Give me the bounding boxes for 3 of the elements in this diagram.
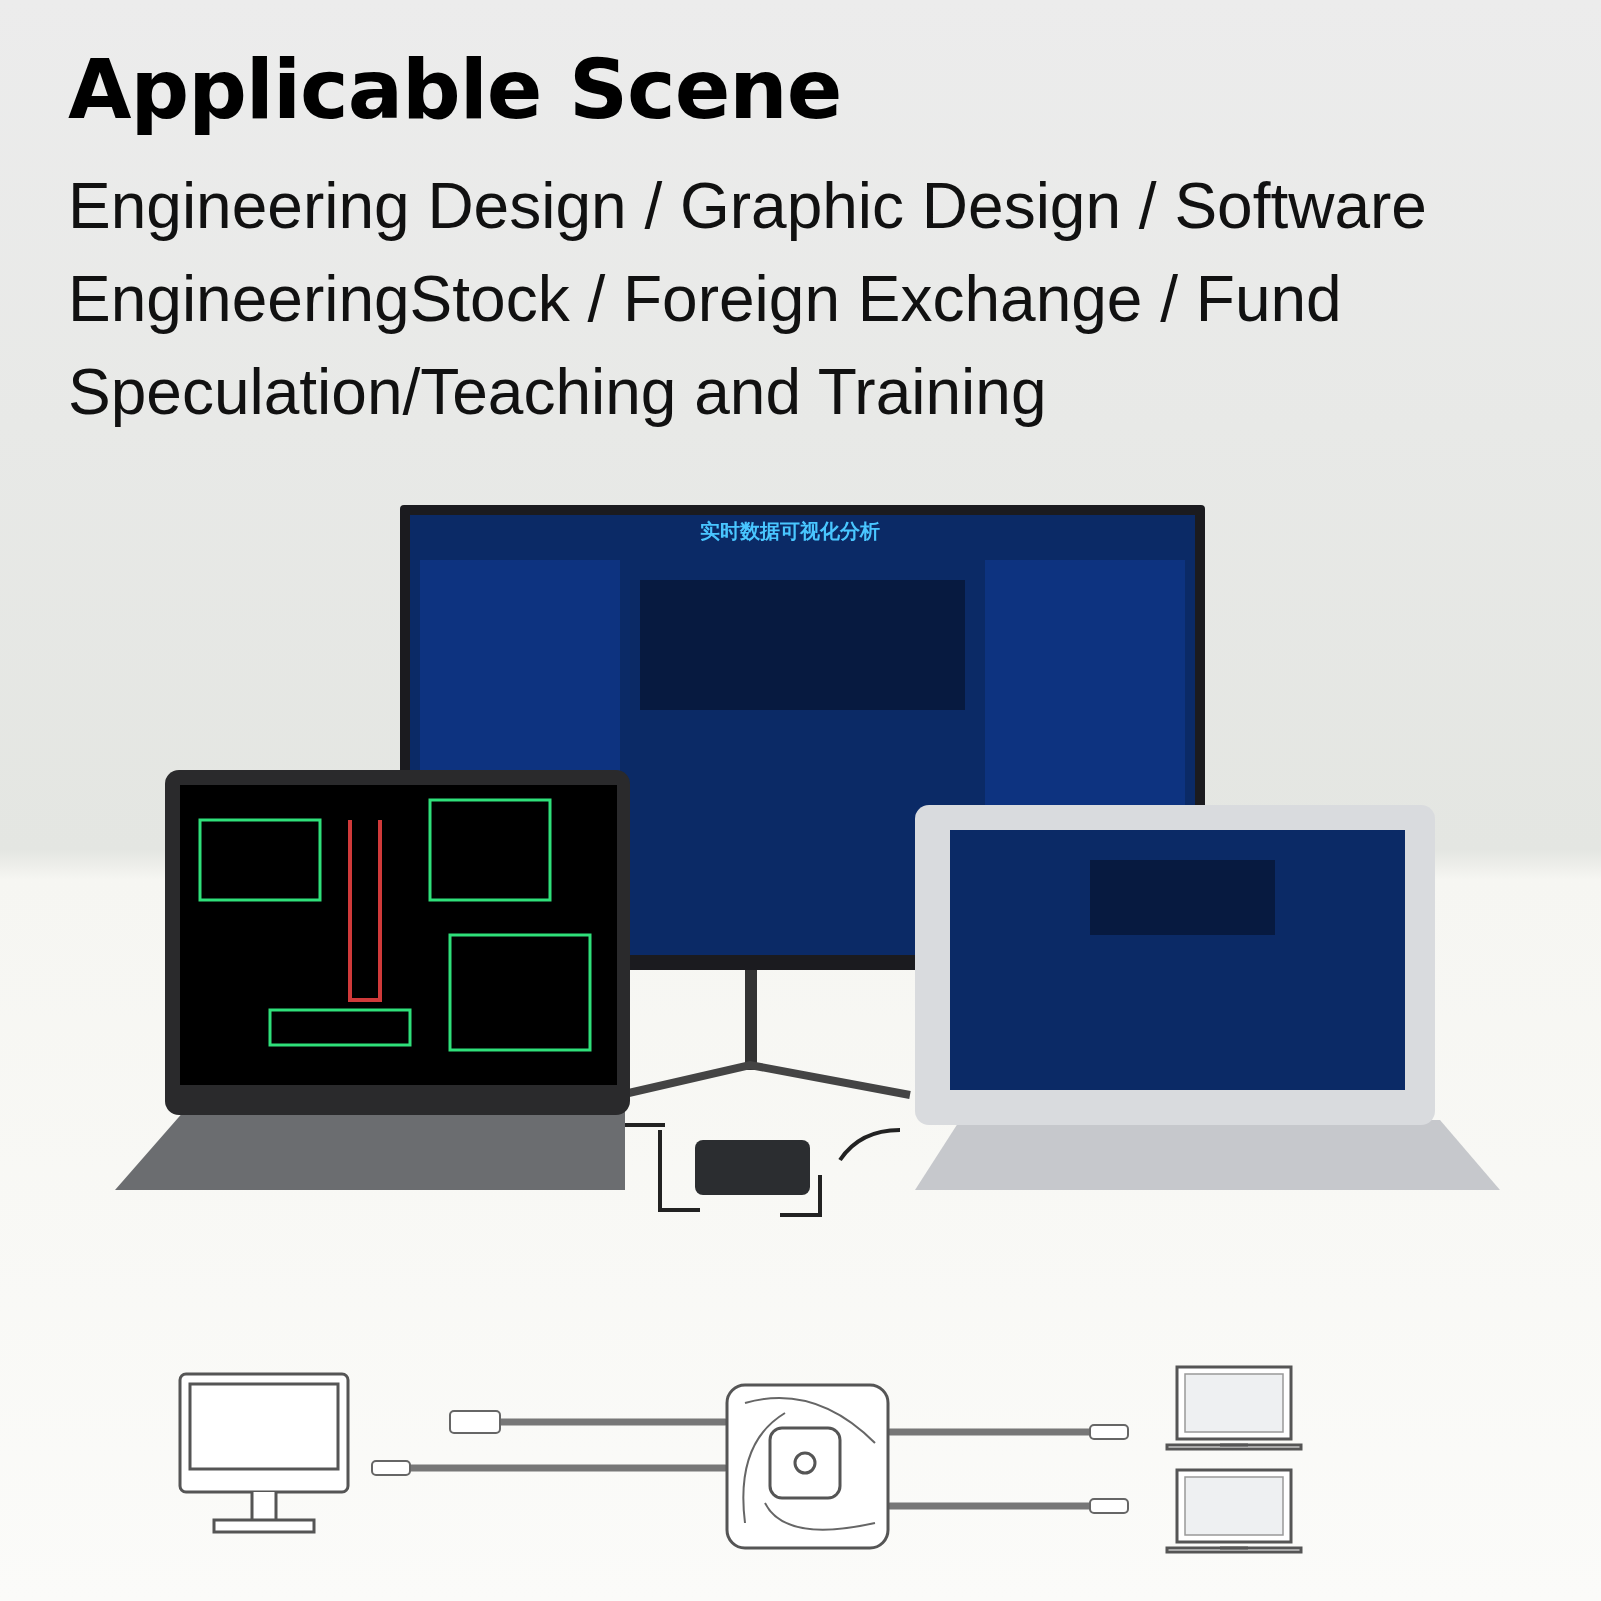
- description-text: Engineering Design / Graphic Design / Software EngineeringStock / Foreign Exchange / Fund Speculation/Teaching and Training: [68, 169, 1428, 430]
- screen-heading: 实时数据可视化分析: [700, 518, 880, 545]
- title: Applicable Scene: [68, 42, 842, 137]
